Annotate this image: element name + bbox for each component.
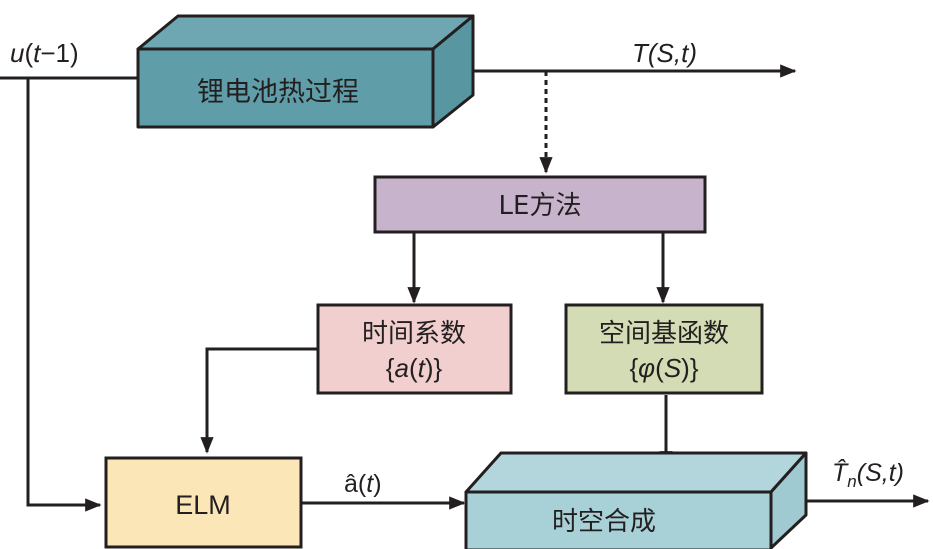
le-method-label: LE方法 (499, 191, 582, 221)
output-true-label: T(S,t) (632, 38, 697, 68)
synthesis-block (464, 451, 808, 549)
a-hat-label: â(t) (344, 470, 382, 498)
synthesis-label: 时空合成 (552, 507, 656, 537)
thermal-process-top-face (136, 14, 475, 51)
time-coefficient-symbol: {a(t)} (386, 353, 443, 383)
elm-label: ELM (175, 490, 231, 520)
thermal-process-block (136, 14, 475, 129)
elm-block (104, 456, 303, 549)
spatial-basis-block (564, 303, 764, 395)
synthesis-front-face (464, 490, 773, 549)
output-pred-label: T̂n(S,t) (832, 458, 904, 491)
le-method-block (373, 175, 707, 234)
thermal-process-front-face (136, 47, 435, 129)
time-coefficient-label: 时间系数 (362, 319, 466, 349)
input-signal-label: u(t−1) (10, 38, 79, 68)
input-to-elm-arrow (26, 78, 102, 512)
spatial-basis-label: 空间基函数 (599, 319, 729, 349)
time-coef-to-elm-arrow (200, 347, 318, 454)
thermal-process-label: 锂电池热过程 (197, 77, 359, 108)
synthesis-top-face (464, 451, 808, 494)
time-coefficient-block (316, 303, 513, 395)
spatial-basis-symbol: {φ(S)} (629, 353, 698, 383)
